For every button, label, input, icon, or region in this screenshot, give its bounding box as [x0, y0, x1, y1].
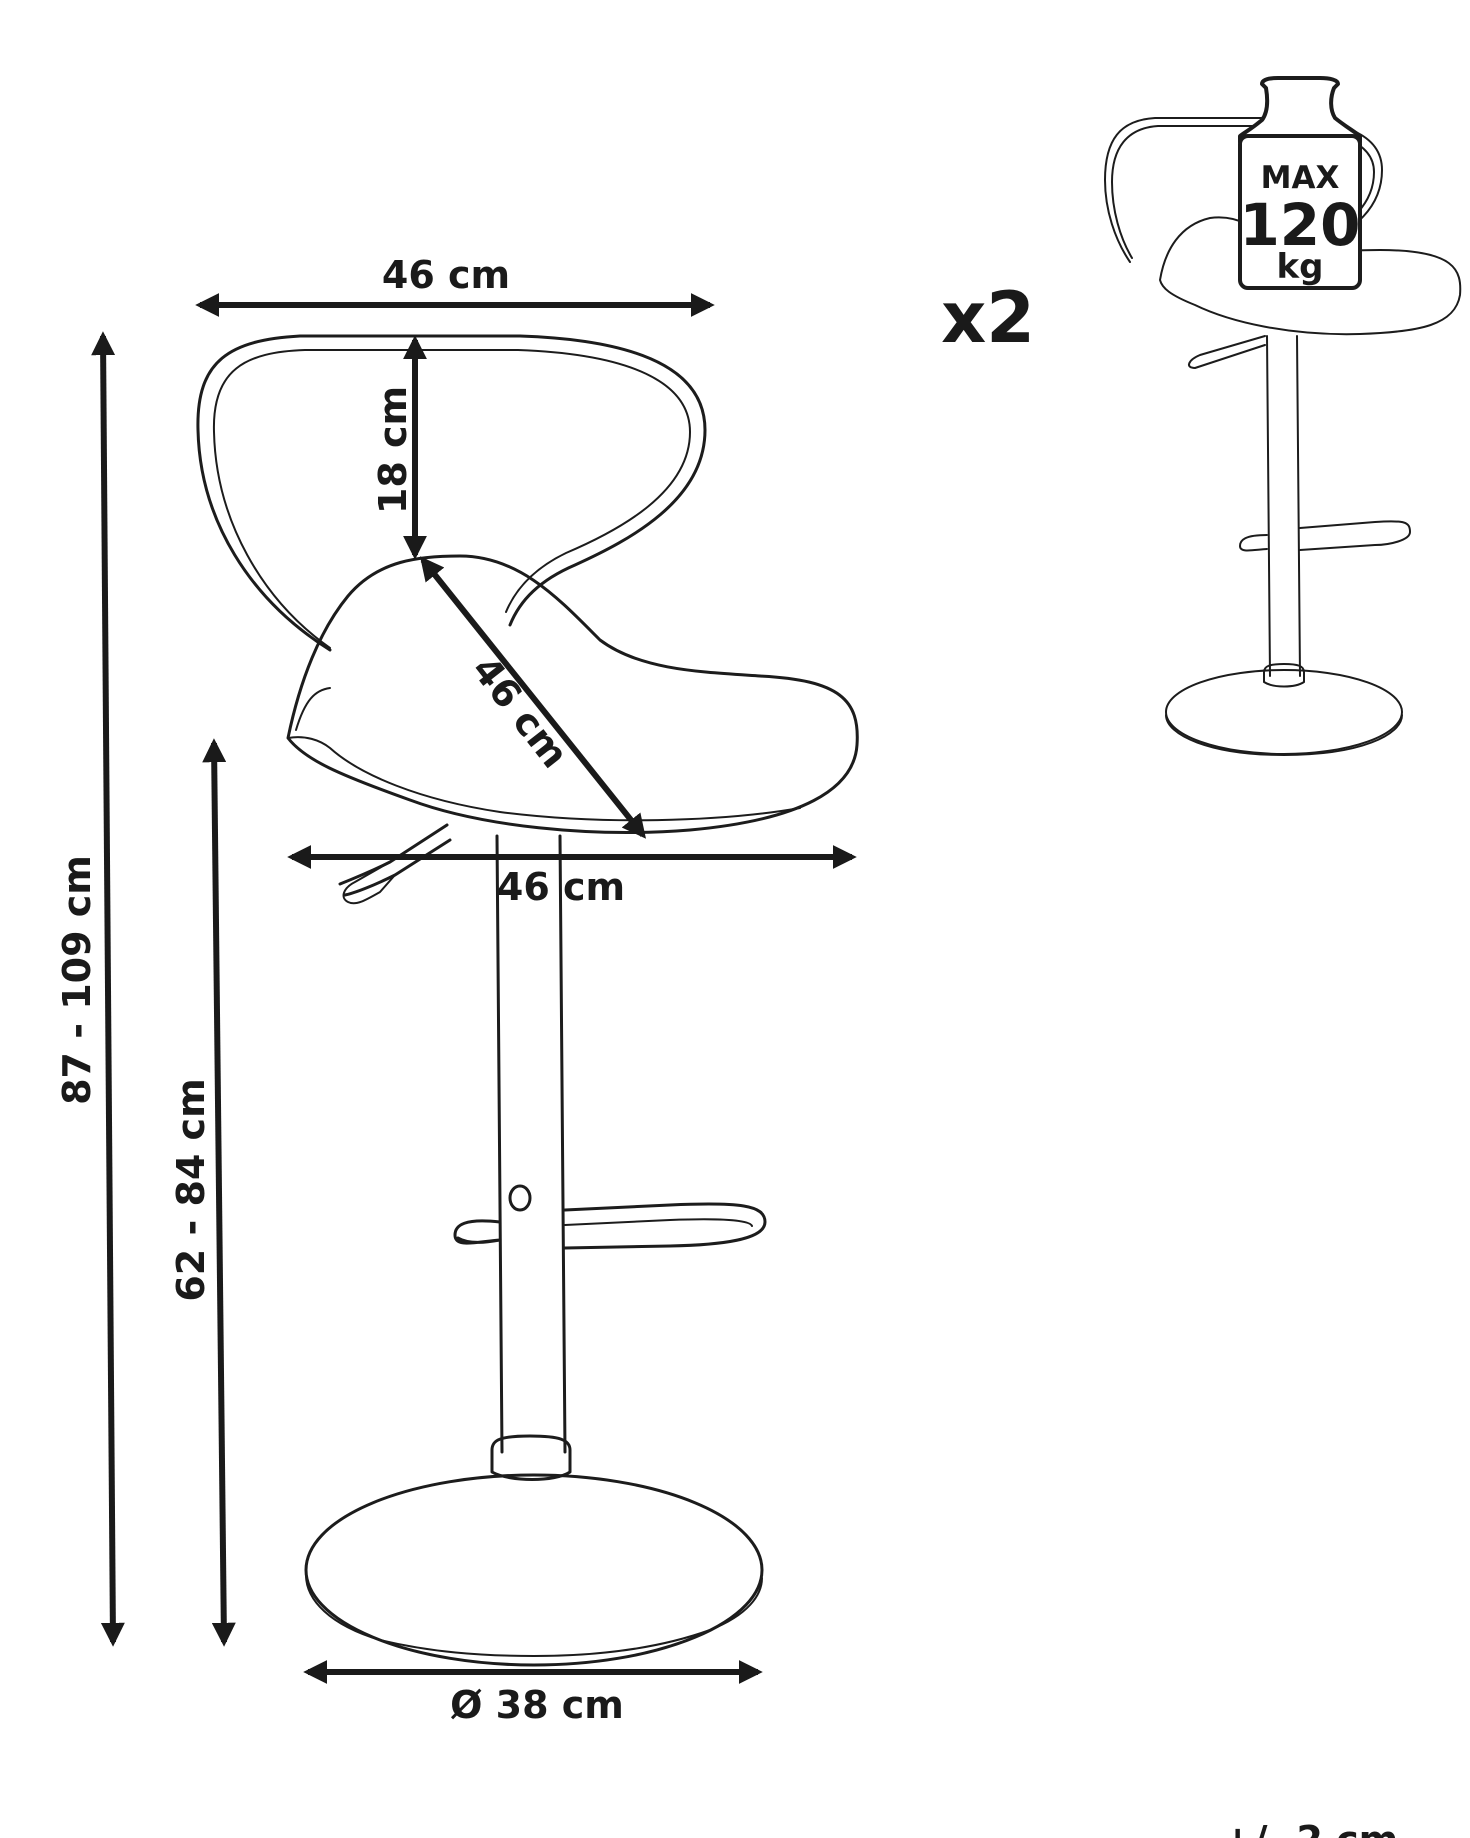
seat-front-edge — [295, 687, 331, 731]
column-right-edge — [558, 834, 567, 1454]
footrest-ring — [453, 1202, 767, 1250]
small-footrest — [1239, 520, 1411, 552]
backrest-height-label: 18 cm — [371, 386, 415, 514]
small-base — [1165, 669, 1403, 755]
base-disc — [304, 1473, 764, 1667]
weight-icon-box — [1238, 134, 1362, 290]
weight-icon-body — [1238, 76, 1362, 144]
small-column-left — [1266, 335, 1271, 677]
column-collar — [490, 1434, 572, 1481]
small-collar — [1263, 663, 1305, 688]
max-load-weight-icon: MAX 120 kg — [1238, 76, 1362, 290]
quantity-label: x2 — [941, 277, 1035, 359]
seat-diagonal-label: 46 cm — [463, 648, 577, 776]
footrest-inner — [564, 1218, 753, 1227]
small-column-right — [1296, 335, 1301, 677]
footrest-bolt — [508, 1184, 532, 1212]
total-height-arrow — [91, 331, 125, 1647]
base-rim — [305, 1574, 763, 1657]
small-lever — [1188, 335, 1266, 369]
seat-height-arrow — [202, 738, 236, 1647]
main-stool-drawing — [196, 334, 859, 1667]
column-left-edge — [495, 834, 504, 1454]
total-height-label: 87 - 109 cm — [55, 855, 99, 1105]
dimension-lines — [91, 293, 857, 1684]
seat-diagonal-arrow — [420, 556, 646, 839]
backrest-outline — [196, 334, 707, 652]
tolerance-label: +/- 2 cm — [1222, 1818, 1399, 1838]
top-width-label: 46 cm — [382, 253, 510, 297]
base-diameter-label: Ø 38 cm — [450, 1683, 624, 1727]
seat-height-label: 62 - 84 cm — [169, 1078, 213, 1301]
backrest-inner-outline — [212, 349, 691, 649]
small-seat — [1159, 216, 1462, 336]
seat-width-label: 46 cm — [497, 865, 625, 909]
small-base-rim — [1165, 714, 1403, 756]
lever-handle — [342, 861, 396, 905]
max-load-value: 120 — [1239, 191, 1360, 259]
max-load-unit: kg — [1277, 247, 1324, 287]
max-load-prefix: MAX — [1261, 160, 1340, 196]
seat-outline — [286, 554, 859, 834]
